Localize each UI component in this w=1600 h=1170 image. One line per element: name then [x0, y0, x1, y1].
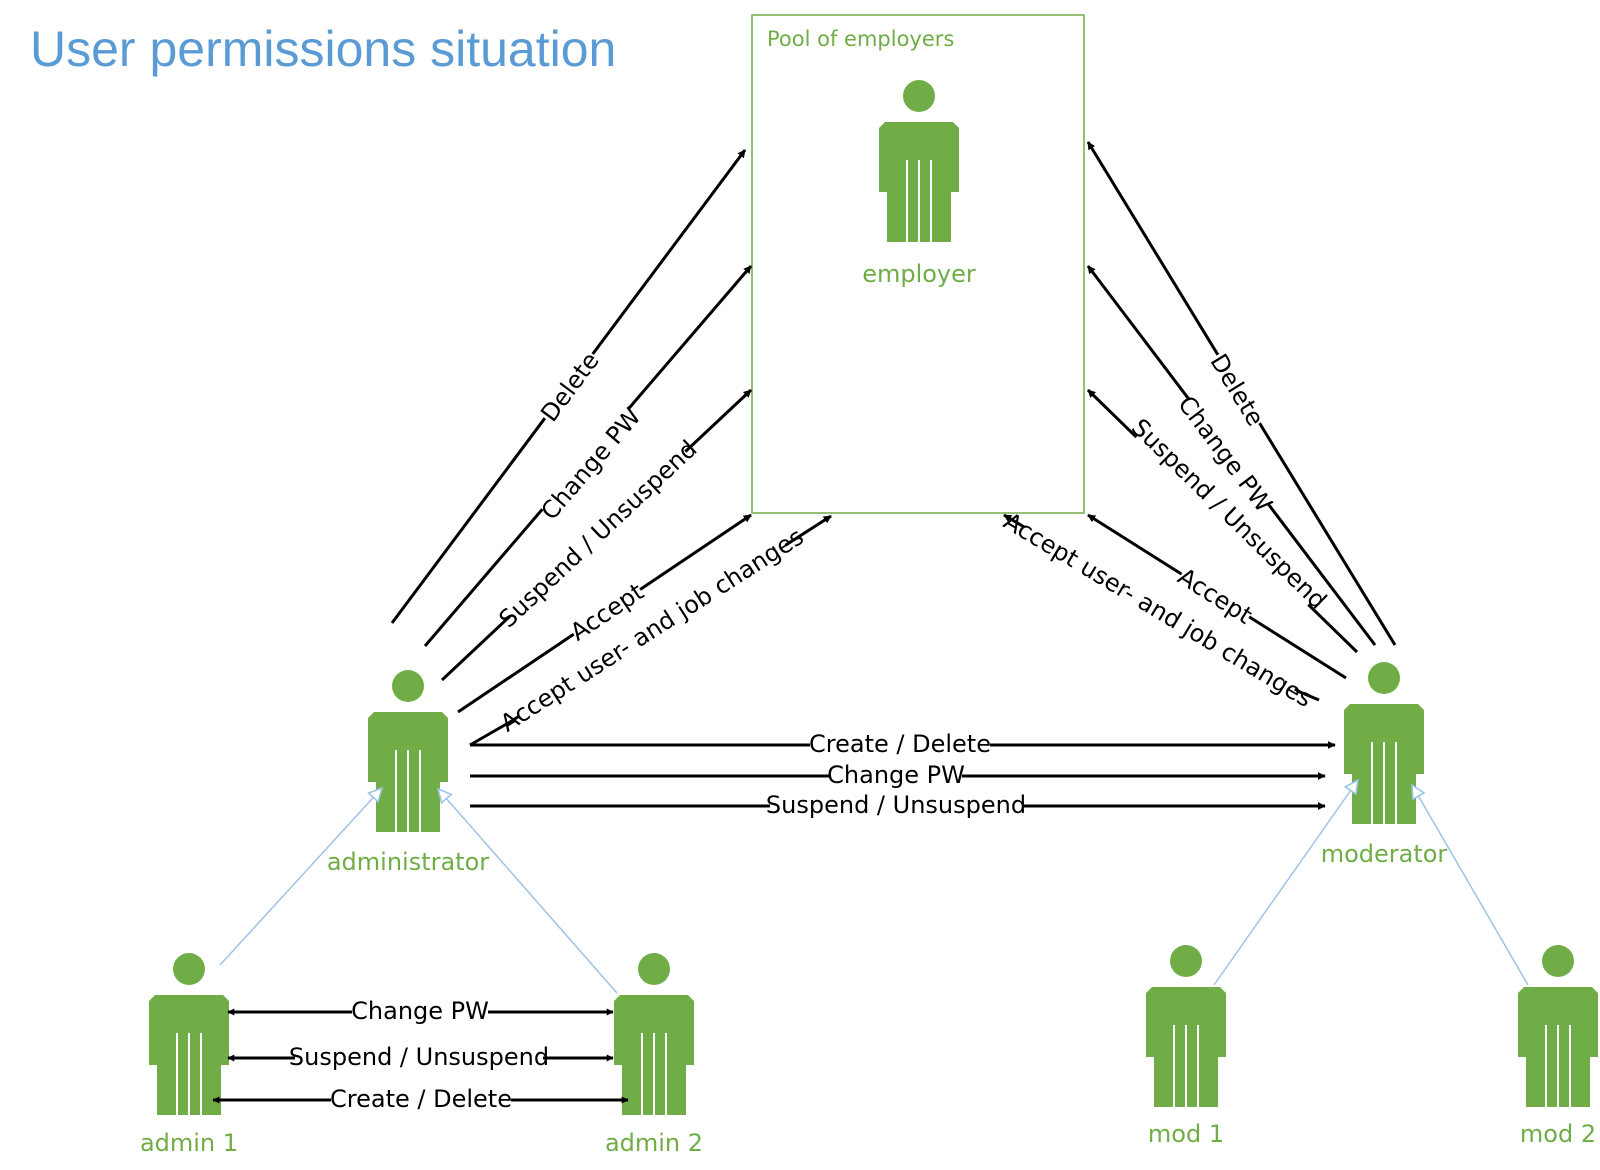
svg-text:Suspend / Unsuspend: Suspend / Unsuspend — [289, 1043, 549, 1071]
generalization-admin1-administrator — [219, 788, 382, 966]
label-admin1-admin2-create-delete: Create / Delete — [330, 1084, 512, 1114]
employer-actor-icon — [879, 80, 959, 243]
admin2-label: admin 2 — [605, 1129, 703, 1157]
label-admin-mod-suspend: Suspend / Unsuspend — [766, 790, 1026, 820]
generalization-admin2-administrator — [438, 789, 618, 994]
admin2-actor-icon — [614, 953, 694, 1116]
administrator-actor-icon — [368, 670, 448, 833]
label-admin1-admin2-suspend: Suspend / Unsuspend — [289, 1042, 549, 1072]
svg-text:Delete: Delete — [535, 347, 605, 427]
generalization-mod2-moderator — [1412, 785, 1529, 986]
moderator-label: moderator — [1321, 840, 1448, 868]
svg-text:Create / Delete: Create / Delete — [809, 730, 991, 758]
generalization-mod1-moderator — [1213, 780, 1358, 986]
admin1-actor-icon — [149, 953, 229, 1116]
svg-text:Change PW: Change PW — [827, 761, 965, 789]
employer-pool-box — [751, 14, 1085, 514]
label-admin1-admin2-change-pw: Change PW — [351, 996, 489, 1026]
employer-label: employer — [862, 260, 976, 288]
mod2-actor-icon — [1518, 945, 1598, 1108]
svg-text:Accept user- and job changes: Accept user- and job changes — [495, 522, 808, 737]
label-admin-mod-create-delete: Create / Delete — [809, 729, 991, 759]
label-admin-pool-accept-changes: Accept user- and job changes — [495, 522, 808, 737]
label-admin-pool-delete: Delete — [534, 345, 606, 429]
svg-text:Change PW: Change PW — [351, 997, 489, 1025]
page-title: User permissions situation — [30, 21, 616, 77]
label-admin-mod-change-pw: Change PW — [827, 760, 965, 790]
moderator-actor-icon — [1344, 662, 1424, 825]
admin1-label: admin 1 — [140, 1129, 238, 1157]
mod1-label: mod 1 — [1148, 1120, 1224, 1148]
svg-text:Create / Delete: Create / Delete — [330, 1085, 512, 1113]
mod1-actor-icon — [1146, 945, 1226, 1108]
administrator-label: administrator — [327, 848, 489, 876]
mod2-label: mod 2 — [1520, 1120, 1596, 1148]
pool-label: Pool of employers — [767, 27, 954, 51]
svg-text:Suspend / Unsuspend: Suspend / Unsuspend — [766, 791, 1026, 819]
